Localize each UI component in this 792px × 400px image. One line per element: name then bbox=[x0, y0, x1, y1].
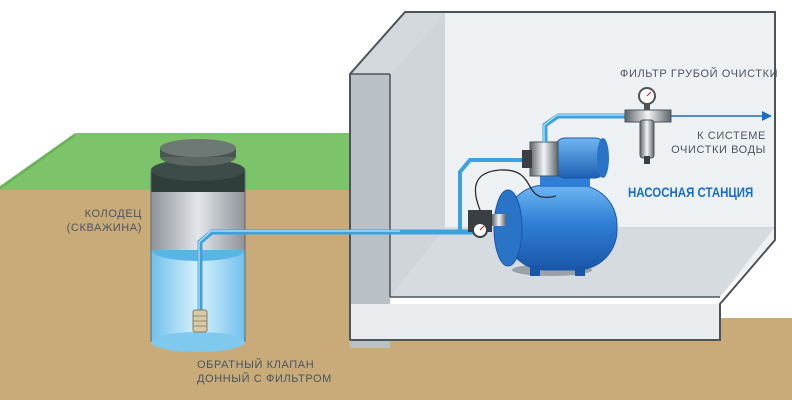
well-label: КОЛОДЕЦ (СКВАЖИНА) bbox=[52, 207, 142, 235]
pump-inlet-flange bbox=[522, 150, 532, 168]
to-system-line2: ОЧИСТКИ ВОДЫ bbox=[671, 144, 766, 156]
grass-edge bbox=[0, 134, 76, 189]
suction-pipe-highlight bbox=[198, 230, 460, 326]
well-cover-top bbox=[160, 139, 236, 157]
to-system-line1: К СИСТЕМЕ bbox=[697, 130, 766, 142]
inner-wall-shadow bbox=[390, 12, 445, 297]
pump-housing bbox=[529, 141, 559, 177]
pump-station-title: НАСОСНАЯ СТАНЦИЯ bbox=[628, 184, 754, 200]
tank-connector bbox=[492, 214, 506, 226]
station-supply-pipe bbox=[400, 158, 522, 234]
check-valve-line1: ОБРАТНЫЙ КЛАПАН bbox=[197, 359, 315, 371]
to-system-label: К СИСТЕМЕ ОЧИСТКИ ВОДЫ bbox=[650, 129, 766, 157]
tank-cap bbox=[493, 189, 523, 267]
filter-gauge-needle bbox=[646, 91, 652, 97]
well-ring-top bbox=[151, 159, 245, 181]
pump-motor-end bbox=[597, 138, 609, 178]
building-wall-top bbox=[350, 12, 445, 74]
well-concrete-ring bbox=[151, 190, 245, 250]
check-valve-label: ОБРАТНЫЙ КЛАПАН ДОННЫЙ С ФИЛЬТРОМ bbox=[197, 358, 332, 386]
pump-outlet-highlight bbox=[543, 114, 625, 142]
pump-outlet-pipe bbox=[542, 113, 625, 142]
electric-wire bbox=[474, 169, 557, 211]
flow-arrow-icon bbox=[762, 111, 772, 121]
filter-flush-valve bbox=[644, 156, 650, 164]
tank-foot-left bbox=[530, 266, 540, 276]
gauge-needle bbox=[479, 225, 485, 231]
well-bottom bbox=[151, 332, 245, 352]
building-outline bbox=[349, 11, 776, 341]
well-label-line2: (СКВАЖИНА) bbox=[66, 222, 142, 234]
filter-label: ФИЛЬТР ГРУБОЙ ОЧИСТКИ bbox=[620, 68, 779, 80]
suction-pipe bbox=[197, 229, 460, 326]
tank-foot-right bbox=[575, 266, 585, 276]
well-label-line1: КОЛОДЕЦ bbox=[84, 208, 142, 220]
floor-slab-front bbox=[350, 304, 720, 340]
check-valve-line2: ДОННЫЙ С ФИЛЬТРОМ bbox=[197, 373, 332, 385]
building-wall-face bbox=[350, 74, 390, 348]
